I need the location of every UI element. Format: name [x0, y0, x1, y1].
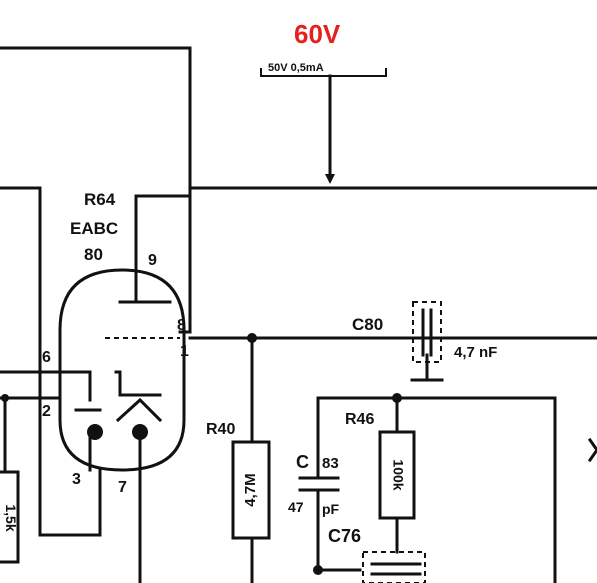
coupling-network: C 83 47 pF R46 100k C76 — [288, 393, 557, 583]
c83-ref: C — [296, 452, 309, 472]
c83-value-b: pF — [322, 501, 340, 517]
tube-pin-9: 9 — [148, 252, 157, 269]
c83-ref-suffix: 83 — [322, 455, 339, 472]
plate-supply-wiring — [0, 46, 597, 537]
c80-ref: C80 — [352, 315, 383, 334]
c76-ref: C76 — [328, 526, 361, 546]
r40-value: 4,7M — [242, 473, 259, 506]
r40-ref: R40 — [206, 421, 235, 438]
tube-type-line1: EABC — [70, 219, 118, 238]
supply-voltage-annotation: 60V — [294, 19, 341, 49]
meter-label: 50V 0,5mA — [268, 62, 324, 74]
c83-value-a: 47 — [288, 499, 304, 515]
tube-type-line2: 80 — [84, 245, 103, 264]
c80-value: 4,7 nF — [454, 344, 497, 361]
tube-ref: R64 — [84, 190, 116, 209]
measurement-arrow-icon — [325, 174, 335, 184]
tube-pin-6: 6 — [42, 349, 51, 366]
capacitor-c80: C80 4,7 nF — [352, 301, 497, 382]
left-resistor-value: 1,5k — [3, 504, 19, 531]
left-resistor: 1,5k — [0, 470, 20, 564]
tube-pin-1: 1 — [180, 343, 189, 360]
tube-pin-3: 3 — [72, 471, 81, 488]
resistor-r40: R40 4,7M — [206, 333, 271, 583]
right-edge-arrow-icon — [587, 437, 597, 463]
r46-value: 100k — [390, 459, 406, 490]
tube-pin-2: 2 — [42, 403, 51, 420]
tube-pin-7: 7 — [118, 479, 127, 496]
r46-ref: R46 — [345, 411, 374, 428]
vacuum-tube-eabc80 — [0, 268, 192, 583]
meter-reading-bracket: 50V 0,5mA — [260, 62, 387, 184]
tube-pin-8: 8 — [177, 317, 186, 334]
